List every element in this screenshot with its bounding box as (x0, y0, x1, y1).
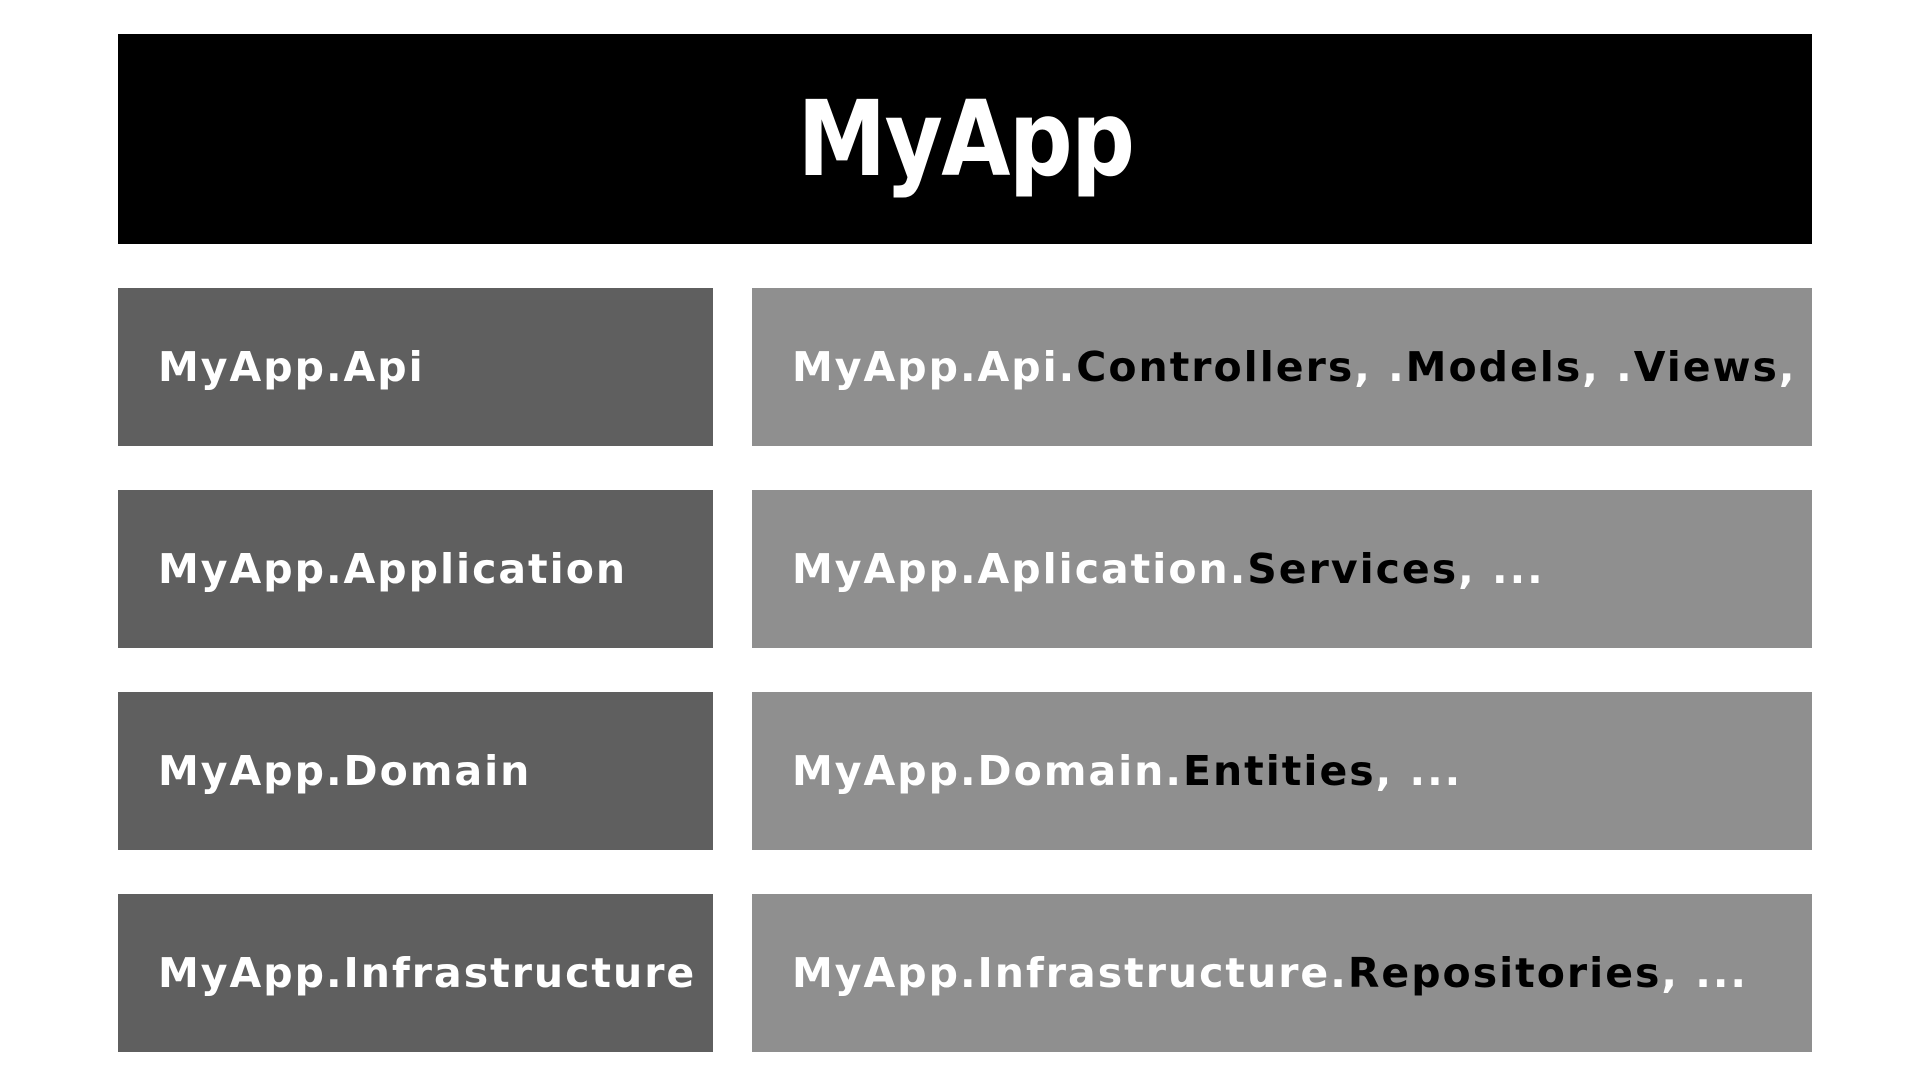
layer-row-infrastructure: MyApp.Infrastructure MyApp.Infrastructur… (118, 894, 1812, 1052)
namespace-part: Views (1633, 343, 1779, 391)
project-box-infrastructure: MyApp.Infrastructure (118, 894, 713, 1052)
namespace-part: MyApp.Aplication. (792, 545, 1248, 593)
project-box-application: MyApp.Application (118, 490, 713, 648)
namespace-part: MyApp.Domain. (792, 747, 1183, 795)
namespace-box-application: MyApp.Aplication.Services, ... (752, 490, 1812, 648)
namespace-part: , ... (1661, 949, 1748, 997)
project-label: MyApp.Infrastructure (158, 949, 697, 997)
project-label: MyApp.Api (158, 343, 425, 391)
namespace-part: Entities (1182, 747, 1376, 795)
namespace-box-infrastructure: MyApp.Infrastructure.Repositories, ... (752, 894, 1812, 1052)
namespace-part: , ... (1458, 545, 1545, 593)
namespace-part: Controllers (1076, 343, 1355, 391)
namespace-part: , . (1354, 343, 1406, 391)
app-title: MyApp (797, 78, 1135, 200)
layer-row-api: MyApp.Api MyApp.Api.Controllers, .Models… (118, 288, 1863, 446)
project-box-domain: MyApp.Domain (118, 692, 713, 850)
namespace-label: MyApp.Api.Controllers, .Models, .Views, … (752, 343, 1865, 391)
namespace-part: Services (1247, 545, 1459, 593)
namespace-part: Repositories (1347, 949, 1662, 997)
namespace-part: , ... (1778, 343, 1866, 391)
project-label: MyApp.Application (158, 545, 628, 593)
namespace-part: , ... (1375, 747, 1463, 795)
namespace-label: MyApp.Infrastructure.Repositories, ... (752, 949, 1748, 997)
title-bar: MyApp (118, 34, 1812, 244)
layer-row-application: MyApp.Application MyApp.Aplication.Servi… (118, 490, 1812, 648)
project-box-api: MyApp.Api (118, 288, 713, 446)
namespace-part: , . (1582, 343, 1634, 391)
namespace-part: MyApp.Infrastructure. (792, 949, 1348, 997)
namespace-label: MyApp.Domain.Entities, ... (752, 747, 1462, 795)
layer-row-domain: MyApp.Domain MyApp.Domain.Entities, ... (118, 692, 1812, 850)
namespace-box-domain: MyApp.Domain.Entities, ... (752, 692, 1812, 850)
namespace-label: MyApp.Aplication.Services, ... (752, 545, 1545, 593)
namespace-part: MyApp.Api. (792, 343, 1077, 391)
project-label: MyApp.Domain (158, 747, 532, 795)
namespace-part: Models (1405, 343, 1583, 391)
namespace-box-api: MyApp.Api.Controllers, .Models, .Views, … (752, 288, 1863, 446)
